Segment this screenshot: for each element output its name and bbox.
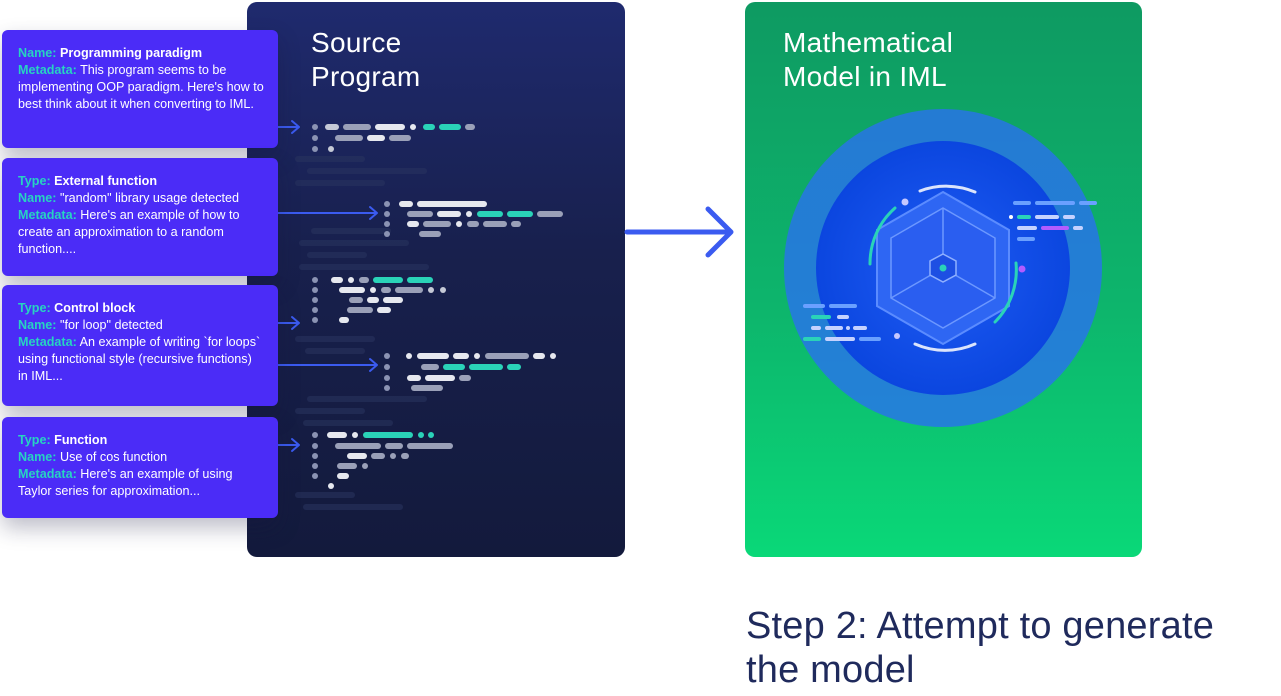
- card-name-value: "random" library usage detected: [60, 191, 240, 205]
- card-metadata-value: Here's an example of using Taylor series…: [18, 467, 233, 498]
- card-metadata-key: Metadata:: [18, 335, 77, 349]
- metadata-card-function: Type: Function Name: Use of cos function…: [2, 417, 278, 518]
- card-metadata-key: Metadata:: [18, 63, 77, 77]
- metadata-card-external-function: Type: External function Name: "random" l…: [2, 158, 278, 276]
- source-program-panel: Source Program: [247, 2, 625, 557]
- card-name-value: Programming paradigm: [60, 46, 203, 60]
- hexagon-model-icon: [876, 190, 1010, 346]
- card-name-key: Name:: [18, 46, 57, 60]
- metadata-card-control-block: Type: Control block Name: "for loop" det…: [2, 285, 278, 406]
- card-name-value: Use of cos function: [60, 450, 168, 464]
- card-name-key: Name:: [18, 450, 57, 464]
- card-metadata-key: Metadata:: [18, 208, 77, 222]
- card-name-key: Name:: [18, 191, 57, 205]
- card-metadata-value: An example of writing `for loops` using …: [18, 335, 261, 383]
- model-illustration: [784, 109, 1102, 427]
- card-type-value: Function: [54, 433, 108, 447]
- card-type-key: Type:: [18, 301, 51, 315]
- card-name-value: "for loop" detected: [60, 318, 163, 332]
- card-metadata-value: This program seems to be implementing OO…: [18, 63, 264, 111]
- card-name-key: Name:: [18, 318, 57, 332]
- iml-model-panel: Mathematical Model in IML: [745, 2, 1142, 557]
- card-type-key: Type:: [18, 433, 51, 447]
- source-program-title: Source Program: [311, 27, 421, 92]
- step-caption: Step 2: Attempt to generate the model: [746, 605, 1215, 691]
- metadata-card-programming-paradigm: Name: Programming paradigm Metadata: Thi…: [2, 30, 278, 148]
- card-type-value: Control block: [54, 301, 136, 315]
- card-type-key: Type:: [18, 174, 51, 188]
- card-metadata-value: Here's an example of how to create an ap…: [18, 208, 240, 256]
- card-type-value: External function: [54, 174, 158, 188]
- card-metadata-key: Metadata:: [18, 467, 77, 481]
- iml-model-title: Mathematical Model in IML: [783, 27, 954, 92]
- code-lines-illustration: [295, 124, 563, 510]
- right-arrow-icon: [624, 206, 734, 258]
